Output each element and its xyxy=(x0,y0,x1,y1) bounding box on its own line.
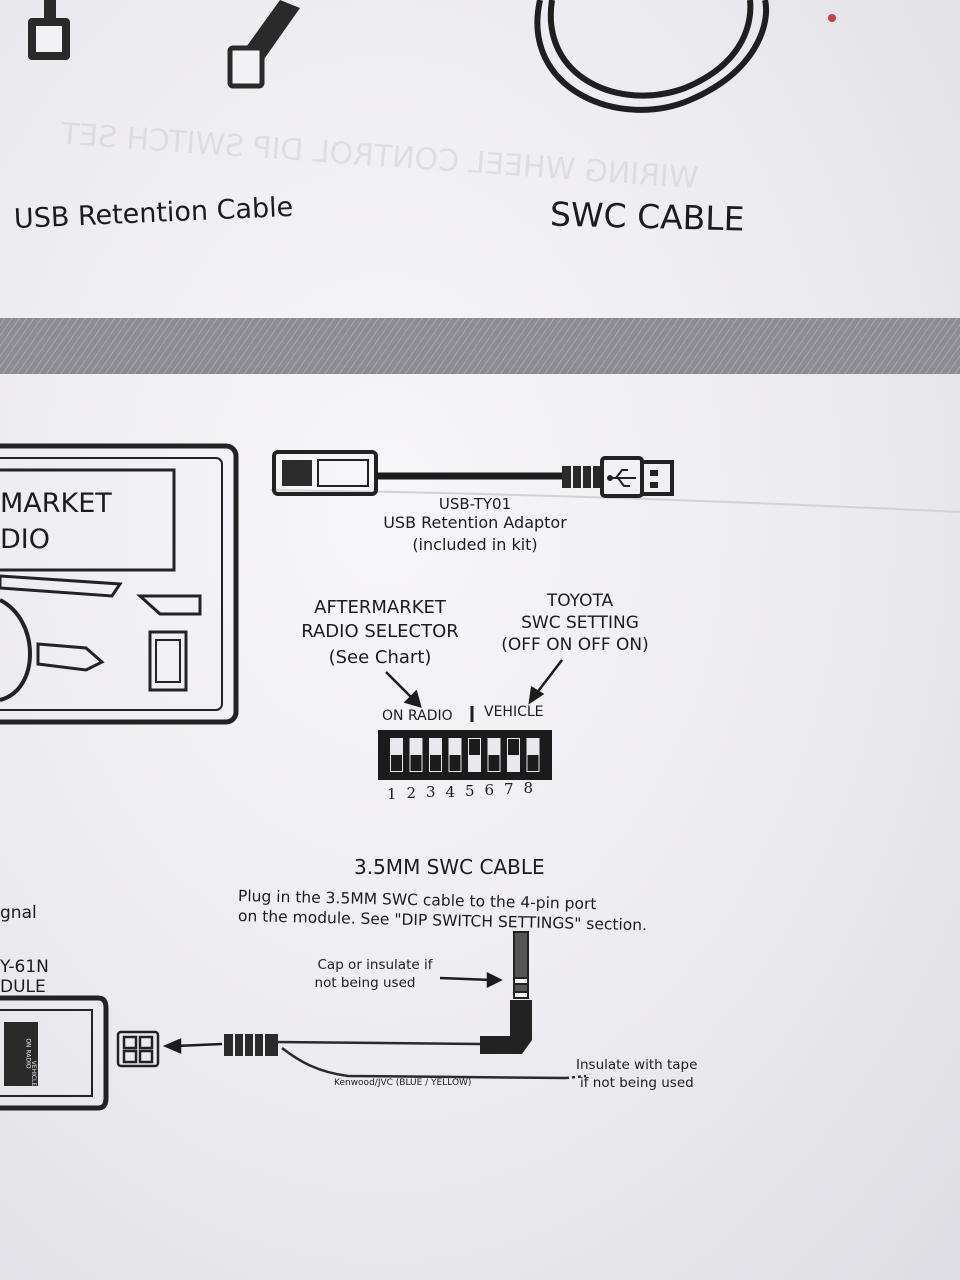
usb-adaptor-note: (included in kit) xyxy=(412,535,538,554)
radio-line-2: DIO xyxy=(0,524,51,555)
cap-note-line-2: not being used xyxy=(314,975,416,991)
insulate-note-line-1: Insulate with tape xyxy=(576,1057,698,1073)
usb-adaptor-name: USB Retention Adaptor xyxy=(383,513,567,532)
dip-switch-8-lever xyxy=(527,755,539,771)
dip-number-3: 3 xyxy=(426,783,436,802)
signal-fragment: gnal xyxy=(0,903,37,923)
usb-adaptor-part-number: USB-TY01 xyxy=(438,495,512,513)
kenwood-jvc-wire-label: Kenwood/JVC (BLUE / YELLOW) xyxy=(334,1078,472,1088)
dip-label-radio: RADIO xyxy=(408,708,453,724)
usb-symbol-icon xyxy=(607,469,636,487)
module-name-line-1: Y-61N xyxy=(0,957,49,977)
swc-wires xyxy=(275,1040,587,1080)
radio-line-1: MARKET xyxy=(0,488,112,519)
swc-cable-label: SWC CABLE xyxy=(549,194,746,239)
radio-outline xyxy=(0,443,239,725)
usb-plug-icon xyxy=(227,0,300,89)
35mm-jack-diagram xyxy=(480,931,532,1054)
dip-number-5: 5 xyxy=(465,781,475,800)
swc-cable-coil-icon xyxy=(534,0,770,113)
cap-note-arrow xyxy=(439,971,503,989)
insulate-note-line-2: if not being used xyxy=(580,1075,694,1091)
dip-number-2: 2 xyxy=(406,784,417,803)
dip-number-1: 1 xyxy=(387,785,397,803)
cap-note-line-1: Cap or insulate if xyxy=(317,957,433,973)
toyota-callout-line-2: SWC SETTING xyxy=(521,613,639,633)
callout-arrows xyxy=(385,659,563,708)
dip-switch-6-lever xyxy=(488,755,500,771)
dip-number-6: 6 xyxy=(484,781,495,799)
dip-switch-7-lever xyxy=(508,739,519,755)
dip-switch-2-lever xyxy=(410,755,422,771)
4-pin-port-icon xyxy=(116,1030,160,1068)
dip-number-8: 8 xyxy=(523,779,534,798)
toyota-callout-line-3: (OFF ON OFF ON) xyxy=(501,635,649,655)
connect-arrow xyxy=(162,1038,223,1054)
molex-connector-diagram xyxy=(224,1034,278,1056)
dip-switch-5-lever xyxy=(469,739,480,755)
dip-number-4: 4 xyxy=(445,782,456,801)
red-mark xyxy=(828,14,836,22)
radio-selector-callout-line-1: AFTERMARKET xyxy=(314,597,446,618)
module-outline xyxy=(0,995,109,1111)
usb-retention-adaptor-diagram xyxy=(272,450,674,498)
dip-switch-4-lever xyxy=(449,755,461,771)
module-name-line-2: DULE xyxy=(0,977,46,997)
section-band xyxy=(0,318,960,374)
radio-selector-callout-line-3: (See Chart) xyxy=(328,647,432,668)
dip-number-7: 7 xyxy=(504,780,514,799)
module-vehicle-label: VEHICLE xyxy=(30,1060,38,1087)
dip-label-on: ON xyxy=(382,708,404,724)
paper-crease xyxy=(269,489,960,513)
dip-switch-3-lever xyxy=(430,755,441,771)
dip-switch-block xyxy=(378,706,552,780)
radio-selector-callout-line-2: RADIO SELECTOR xyxy=(301,621,459,642)
dip-switch-1-lever xyxy=(391,755,402,771)
swc-cable-title: 3.5MM SWC CABLE xyxy=(354,855,545,879)
connector-icon xyxy=(28,0,70,60)
toyota-callout-line-1: TOYOTA xyxy=(546,591,614,611)
dip-label-vehicle: VEHICLE xyxy=(484,704,544,720)
